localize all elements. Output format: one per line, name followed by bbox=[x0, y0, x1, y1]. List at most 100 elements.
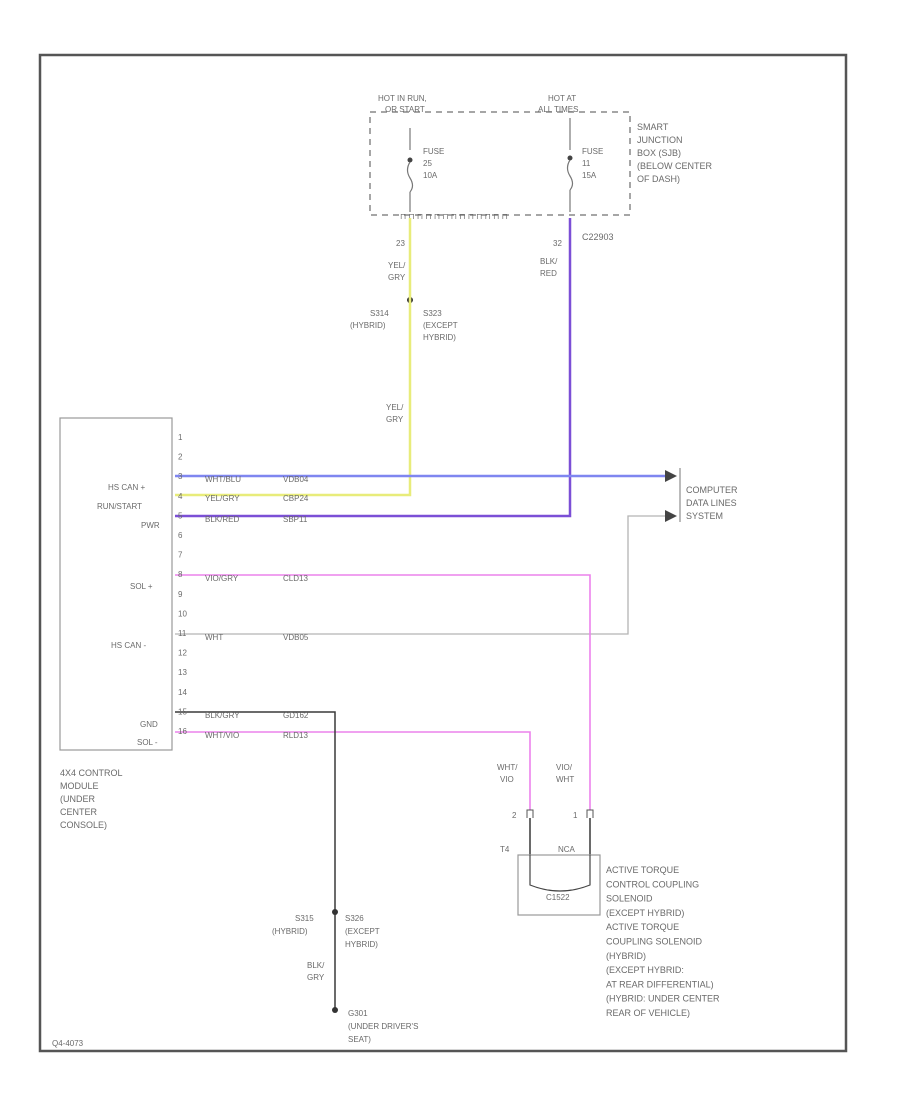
solenoid-desc-line: COUPLING SOLENOID bbox=[606, 937, 703, 947]
sjb-box bbox=[369, 111, 631, 216]
module-pin-9: 9 bbox=[178, 590, 183, 599]
module-name-2: MODULE bbox=[60, 781, 99, 791]
row-wht-circuit: VDB05 bbox=[283, 633, 309, 642]
module-pin-14: 14 bbox=[178, 688, 187, 697]
splice-s314-label-2: (HYBRID) bbox=[350, 321, 386, 330]
module-pin-7: 7 bbox=[178, 551, 183, 560]
solenoid-box bbox=[517, 854, 601, 916]
wire-yel-gry-label-2: GRY bbox=[388, 273, 406, 282]
module-pin-13: 13 bbox=[178, 668, 187, 677]
fuse-b-symbol bbox=[566, 159, 574, 191]
fuse-a-node bbox=[407, 157, 413, 163]
wire-gray bbox=[175, 515, 665, 635]
computer-data-label-1: COMPUTER bbox=[686, 485, 738, 495]
wire-pink-sol-plus bbox=[175, 574, 591, 810]
splice-s315-node bbox=[332, 909, 338, 915]
module-name-1: 4X4 CONTROL bbox=[60, 768, 123, 778]
hot-all-times-label-2: ALL TIMES bbox=[538, 105, 578, 114]
splice-s326-label-1: S326 bbox=[345, 914, 364, 923]
module-name-5: CONSOLE) bbox=[60, 820, 107, 830]
solenoid-desc-line: (EXCEPT HYBRID: bbox=[606, 965, 684, 975]
ground-label-3: SEAT) bbox=[348, 1035, 371, 1044]
sol-pin-nca-label: NCA bbox=[558, 845, 576, 854]
sol-pin-1-symbol bbox=[586, 809, 594, 818]
diagram-id: Q4-4073 bbox=[52, 1039, 84, 1048]
row-wht-blu-color: WHT/BLU bbox=[205, 475, 241, 484]
pin-32-label: 32 bbox=[553, 239, 562, 248]
row-blk-gry-circuit: GD162 bbox=[283, 711, 309, 720]
sol-wire-b-label-2: WHT bbox=[556, 775, 574, 784]
solenoid-description: ACTIVE TORQUE CONTROL COUPLING SOLENOID (EX… bbox=[606, 865, 720, 1018]
module-name-3: (UNDER bbox=[60, 794, 95, 804]
sol-wire-a-label-2: VIO bbox=[500, 775, 514, 784]
ground-label-1: G301 bbox=[348, 1009, 368, 1018]
fuse-a-rating: 10A bbox=[423, 171, 438, 180]
solenoid-connector-label: C1522 bbox=[546, 893, 570, 902]
wire-row-labels: WHT/BLU VDB04 YEL/GRY CBP24 BLK/RED SBP1… bbox=[205, 475, 309, 740]
module-pin-15: 15 bbox=[178, 707, 187, 716]
row-vio-gry-color: VIO/GRY bbox=[205, 574, 239, 583]
wire-yel-gry-mid-label-2: GRY bbox=[386, 415, 404, 424]
module-pin-2: 2 bbox=[178, 453, 183, 462]
row-wht-color: WHT bbox=[205, 633, 223, 642]
module-label-sol-plus: SOL + bbox=[130, 582, 153, 591]
module-label-run-start: RUN/START bbox=[97, 502, 142, 511]
fuse-b-rating: 15A bbox=[582, 171, 597, 180]
fuse-a-number: 25 bbox=[423, 159, 432, 168]
diagram-frame bbox=[38, 53, 848, 1053]
ground-g301-node bbox=[332, 1007, 338, 1013]
module-pin-3: 3 bbox=[178, 472, 183, 481]
solenoid-desc-line: ACTIVE TORQUE bbox=[606, 865, 679, 875]
fuse-a-symbol bbox=[406, 161, 414, 193]
module-pin-5: 5 bbox=[178, 511, 183, 520]
sjb-label-3: BOX (SJB) bbox=[637, 148, 681, 158]
fuse-b-node bbox=[567, 155, 573, 161]
solenoid-desc-line: (HYBRID) bbox=[606, 951, 646, 961]
sol-wire-a-label-1: WHT/ bbox=[497, 763, 518, 772]
module-label-gnd: GND bbox=[140, 720, 158, 729]
hot-run-start-label-2: OR START bbox=[385, 105, 425, 114]
connector-c22903-label: C22903 bbox=[582, 232, 614, 242]
wire-yellow bbox=[175, 218, 412, 497]
row-yel-gry-color: YEL/GRY bbox=[205, 494, 240, 503]
computer-data-label-2: DATA LINES bbox=[686, 498, 737, 508]
module-pin-6: 6 bbox=[178, 531, 183, 540]
module-pin-11: 11 bbox=[178, 629, 187, 638]
module-name-4: CENTER bbox=[60, 807, 98, 817]
fuse-b-number: 11 bbox=[582, 159, 591, 168]
row-vio-gry-circuit: CLD13 bbox=[283, 574, 308, 583]
solenoid-desc-line: REAR OF VEHICLE) bbox=[606, 1008, 690, 1018]
sol-pin-2-symbol bbox=[526, 809, 534, 818]
module-pin-10: 10 bbox=[178, 609, 187, 618]
splice-s315-label-2: (HYBRID) bbox=[272, 927, 308, 936]
module-pin-4: 4 bbox=[178, 492, 183, 501]
sol-pin-1-label: 1 bbox=[573, 811, 578, 820]
splice-s314-label-1: S314 bbox=[370, 309, 389, 318]
module-pin-16: 16 bbox=[178, 727, 187, 736]
wire-pink-sol-minus bbox=[175, 731, 531, 810]
wire-blk-red-label-1: BLK/ bbox=[540, 257, 558, 266]
splice-s323-label-1: S323 bbox=[423, 309, 442, 318]
solenoid-desc-line: CONTROL COUPLING bbox=[606, 879, 699, 889]
wire-yel-gry-label-1: YEL/ bbox=[388, 261, 406, 270]
sol-pin-t4-label: T4 bbox=[500, 845, 510, 854]
wire-blk-gry-label-2: GRY bbox=[307, 973, 325, 982]
sol-pin-2-label: 2 bbox=[512, 811, 517, 820]
solenoid-desc-line: SOLENOID bbox=[606, 894, 653, 904]
row-blk-red-circuit: SBP11 bbox=[283, 515, 308, 524]
splice-s323-label-3: HYBRID) bbox=[423, 333, 456, 342]
computer-data-label-3: SYSTEM bbox=[686, 511, 723, 521]
hot-run-start-label-1: HOT IN RUN, bbox=[378, 94, 427, 103]
solenoid-coil bbox=[529, 855, 591, 892]
wire-blk-gry-label-1: BLK/ bbox=[307, 961, 325, 970]
sjb-label-4: (BELOW CENTER bbox=[637, 161, 713, 171]
solenoid-desc-line: (HYBRID: UNDER CENTER bbox=[606, 994, 720, 1004]
row-yel-gry-circuit: CBP24 bbox=[283, 494, 309, 503]
splice-s315-label-1: S315 bbox=[295, 914, 314, 923]
hot-all-times-label-1: HOT AT bbox=[548, 94, 576, 103]
solenoid-desc-line: ACTIVE TORQUE bbox=[606, 922, 679, 932]
pin-23-label: 23 bbox=[396, 239, 405, 248]
wire-yel-gry-mid-label-1: YEL/ bbox=[386, 403, 404, 412]
